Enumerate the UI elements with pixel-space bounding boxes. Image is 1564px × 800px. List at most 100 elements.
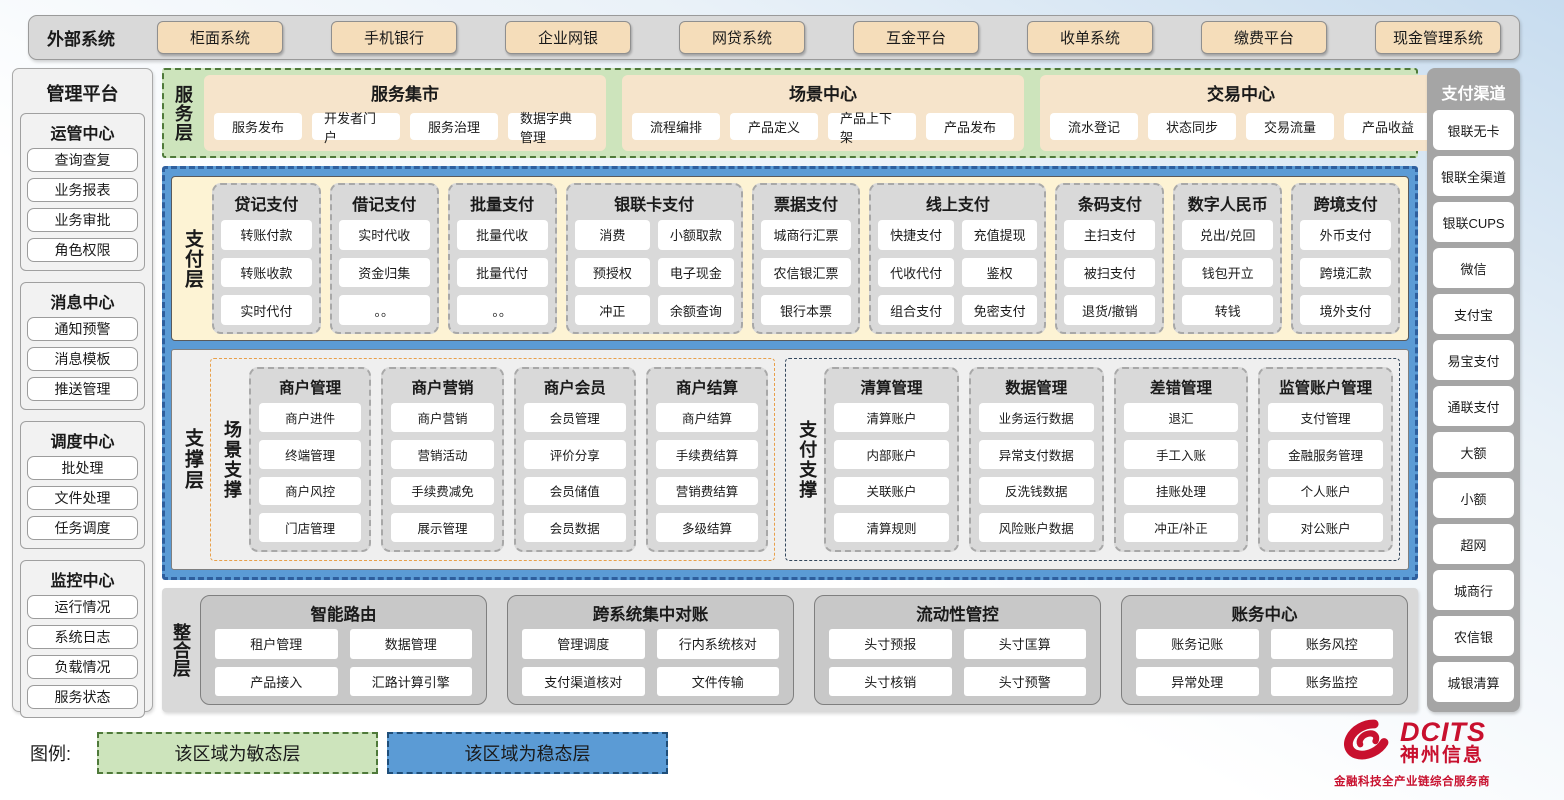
management-item-button[interactable]: 批处理 — [27, 456, 138, 480]
support-item-button[interactable]: 金融服务管理 — [1268, 439, 1384, 469]
support-item-button[interactable]: 退汇 — [1123, 403, 1239, 432]
payment-item-button[interactable]: 快捷支付 — [878, 220, 954, 250]
payment-channel-button[interactable]: 支付宝 — [1433, 294, 1514, 334]
integration-item-button[interactable]: 汇路计算引擎 — [349, 666, 472, 696]
support-item-button[interactable]: 手工入账 — [1123, 439, 1239, 469]
payment-item-button[interactable]: 充值提现 — [961, 220, 1038, 250]
management-item-button[interactable]: 任务调度 — [27, 516, 138, 540]
support-item-button[interactable]: 商户进件 — [259, 403, 362, 432]
support-item-button[interactable]: 终端管理 — [259, 439, 362, 469]
support-item-button[interactable]: 关联账户 — [834, 476, 949, 506]
support-item-button[interactable]: 会员数据 — [523, 513, 626, 542]
service-item-button[interactable]: 产品收益 — [1344, 113, 1432, 140]
payment-item-button[interactable]: 资金归集 — [338, 257, 430, 288]
integration-item-button[interactable]: 管理调度 — [522, 629, 645, 659]
service-item-button[interactable]: 产品上下架 — [828, 111, 916, 145]
payment-item-button[interactable]: 小额取款 — [658, 220, 734, 250]
management-item-button[interactable]: 推送管理 — [27, 377, 138, 401]
external-system-button[interactable]: 缴费平台 — [1201, 21, 1327, 54]
service-item-button[interactable]: 状态同步 — [1148, 113, 1236, 140]
payment-item-button[interactable]: 代收代付 — [878, 257, 954, 288]
integration-item-button[interactable]: 产品接入 — [215, 666, 338, 696]
payment-item-button[interactable]: 余额查询 — [658, 295, 734, 325]
payment-item-button[interactable]: 兑出/兑回 — [1182, 220, 1274, 250]
support-item-button[interactable]: 个人账户 — [1268, 476, 1384, 506]
support-item-button[interactable]: 风险账户数据 — [978, 513, 1094, 542]
support-item-button[interactable]: 对公账户 — [1268, 513, 1384, 542]
payment-item-button[interactable]: 外币支付 — [1300, 220, 1392, 250]
support-item-button[interactable]: 营销费结算 — [655, 476, 759, 506]
support-item-button[interactable]: 内部账户 — [834, 439, 949, 469]
payment-item-button[interactable]: 城商行汇票 — [760, 220, 852, 250]
support-item-button[interactable]: 营销活动 — [391, 439, 494, 469]
management-item-button[interactable]: 查询查复 — [27, 148, 138, 172]
payment-item-button[interactable]: 钱包开立 — [1182, 257, 1274, 288]
payment-item-button[interactable]: 主扫支付 — [1064, 220, 1156, 250]
service-item-button[interactable]: 产品定义 — [730, 113, 818, 140]
service-item-button[interactable]: 产品发布 — [926, 113, 1014, 140]
payment-item-button[interactable]: 实时代收 — [338, 220, 430, 250]
external-system-button[interactable]: 柜面系统 — [157, 21, 283, 54]
support-item-button[interactable]: 评价分享 — [523, 439, 626, 469]
integration-item-button[interactable]: 头寸预警 — [963, 666, 1086, 696]
integration-item-button[interactable]: 租户管理 — [215, 629, 338, 659]
payment-item-button[interactable]: 。。 — [456, 295, 548, 325]
payment-item-button[interactable]: 银行本票 — [760, 295, 852, 325]
payment-item-button[interactable]: 预授权 — [574, 257, 651, 288]
service-item-button[interactable]: 流程编排 — [632, 113, 720, 140]
payment-item-button[interactable]: 鉴权 — [961, 257, 1038, 288]
payment-item-button[interactable]: 组合支付 — [878, 295, 954, 325]
integration-item-button[interactable]: 头寸核销 — [829, 666, 952, 696]
payment-channel-button[interactable]: 通联支付 — [1433, 386, 1514, 426]
management-item-button[interactable]: 消息模板 — [27, 347, 138, 371]
payment-item-button[interactable]: 境外支付 — [1300, 295, 1392, 325]
payment-item-button[interactable]: 冲正 — [574, 295, 651, 325]
support-item-button[interactable]: 冲正/补正 — [1123, 513, 1239, 542]
payment-channel-button[interactable]: 大额 — [1433, 432, 1514, 472]
payment-item-button[interactable]: 批量代收 — [456, 220, 548, 250]
support-item-button[interactable]: 商户风控 — [259, 476, 362, 506]
external-system-button[interactable]: 现金管理系统 — [1375, 21, 1501, 54]
payment-channel-button[interactable]: 银联CUPS — [1433, 202, 1514, 242]
service-item-button[interactable]: 服务发布 — [214, 113, 302, 140]
management-item-button[interactable]: 通知预警 — [27, 317, 138, 341]
integration-item-button[interactable]: 行内系统核对 — [656, 629, 779, 659]
support-item-button[interactable]: 多级结算 — [655, 513, 759, 542]
support-item-button[interactable]: 支付管理 — [1268, 403, 1384, 432]
support-item-button[interactable]: 反洗钱数据 — [978, 476, 1094, 506]
support-item-button[interactable]: 手续费减免 — [391, 476, 494, 506]
external-system-button[interactable]: 收单系统 — [1027, 21, 1153, 54]
external-system-button[interactable]: 互金平台 — [853, 21, 979, 54]
payment-channel-button[interactable]: 小额 — [1433, 478, 1514, 518]
management-item-button[interactable]: 服务状态 — [27, 685, 138, 709]
payment-item-button[interactable]: 。。 — [338, 295, 430, 325]
support-item-button[interactable]: 清算账户 — [834, 403, 949, 432]
support-item-button[interactable]: 手续费结算 — [655, 439, 759, 469]
support-item-button[interactable]: 商户结算 — [655, 403, 759, 432]
payment-item-button[interactable]: 农信银汇票 — [760, 257, 852, 288]
support-item-button[interactable]: 门店管理 — [259, 513, 362, 542]
management-item-button[interactable]: 运行情况 — [27, 595, 138, 619]
integration-item-button[interactable]: 头寸预报 — [829, 629, 952, 659]
support-item-button[interactable]: 会员管理 — [523, 403, 626, 432]
integration-item-button[interactable]: 账务记账 — [1136, 629, 1259, 659]
payment-item-button[interactable]: 批量代付 — [456, 257, 548, 288]
management-item-button[interactable]: 角色权限 — [27, 238, 138, 262]
service-item-button[interactable]: 交易流量 — [1246, 113, 1334, 140]
external-system-button[interactable]: 手机银行 — [331, 21, 457, 54]
management-item-button[interactable]: 系统日志 — [27, 625, 138, 649]
integration-item-button[interactable]: 数据管理 — [349, 629, 472, 659]
service-item-button[interactable]: 流水登记 — [1050, 113, 1138, 140]
integration-item-button[interactable]: 账务风控 — [1270, 629, 1393, 659]
payment-channel-button[interactable]: 超网 — [1433, 524, 1514, 564]
payment-item-button[interactable]: 电子现金 — [658, 257, 734, 288]
support-item-button[interactable]: 商户营销 — [391, 403, 494, 432]
external-system-button[interactable]: 企业网银 — [505, 21, 631, 54]
support-item-button[interactable]: 清算规则 — [834, 513, 949, 542]
management-item-button[interactable]: 文件处理 — [27, 486, 138, 510]
integration-item-button[interactable]: 文件传输 — [656, 666, 779, 696]
support-item-button[interactable]: 挂账处理 — [1123, 476, 1239, 506]
service-item-button[interactable]: 服务治理 — [410, 113, 498, 140]
payment-item-button[interactable]: 转账收款 — [221, 257, 312, 288]
external-system-button[interactable]: 网贷系统 — [679, 21, 805, 54]
